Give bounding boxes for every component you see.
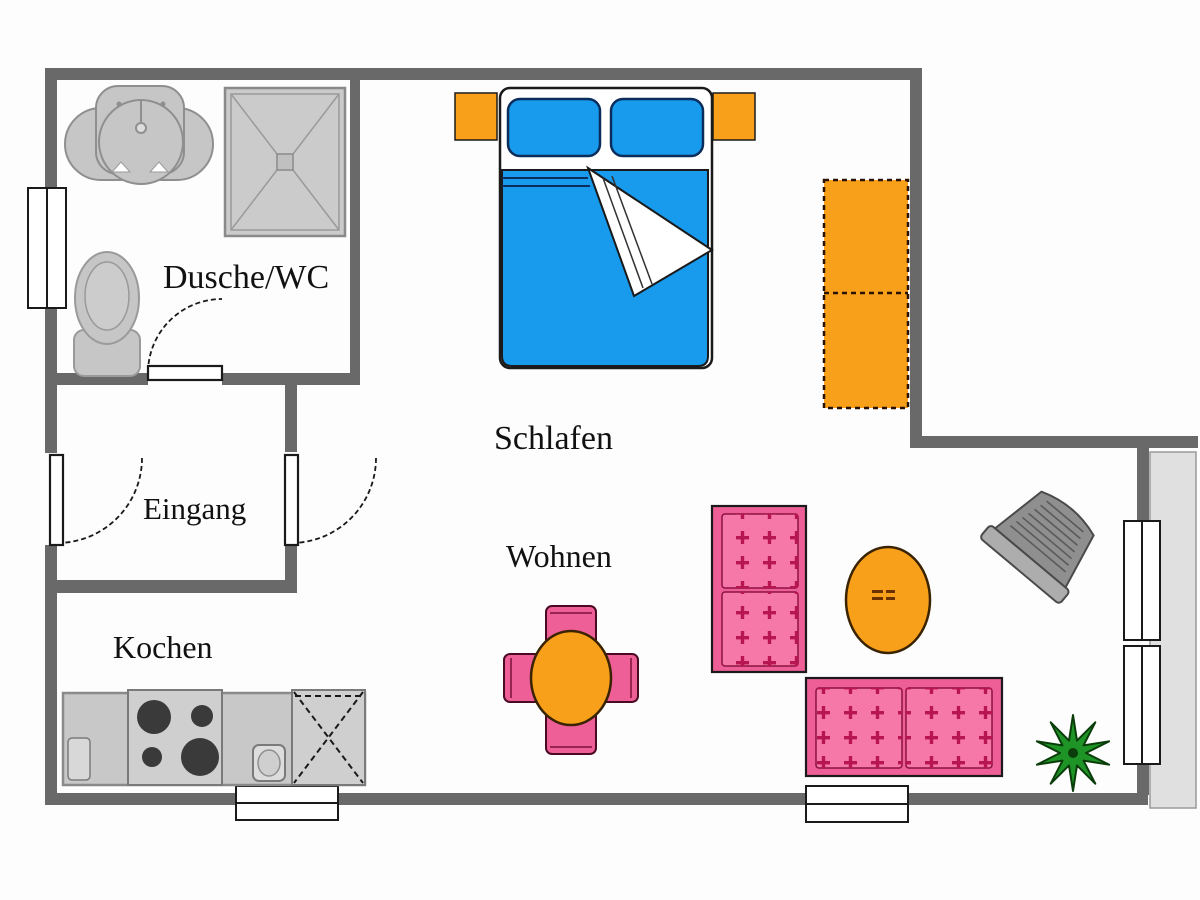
pillow-icon: [506, 97, 602, 158]
wall-bathroom-bottom-right: [222, 373, 360, 385]
wall-left-upper: [45, 68, 57, 190]
dining-table-icon: [529, 629, 613, 727]
washbasin-icon: [64, 85, 214, 185]
kitchen-furniture: [61, 689, 367, 787]
wall-right-stub-top: [1137, 448, 1149, 523]
nightstand-icon: [712, 92, 756, 141]
door-icon: [283, 453, 377, 547]
dishwasher-icon: [291, 689, 366, 786]
sofa-icon: [710, 504, 808, 674]
wardrobe-icon: [822, 178, 910, 410]
wall-bottom-right: [907, 793, 1148, 805]
window-icon: [1123, 520, 1161, 641]
wall-left-middle: [45, 306, 57, 453]
kitchen-label: Kochen: [113, 629, 213, 665]
shower-icon: [223, 86, 347, 238]
kitchen-sink-icon: [252, 744, 286, 782]
door-icon: [48, 453, 143, 547]
wall-bottom-left: [45, 793, 238, 805]
wall-right-stub-bottom: [1137, 762, 1149, 795]
wall-bottom-center: [337, 793, 808, 805]
wall-top: [45, 68, 922, 80]
bathroom-label: Dusche/WC: [163, 259, 329, 296]
windows: [27, 187, 1161, 823]
wall-entrance-right-upper: [285, 385, 297, 452]
bedroom-label: Schlafen: [494, 420, 613, 457]
doors: [48, 298, 377, 547]
door-icon: [146, 298, 224, 382]
living-furniture: [503, 490, 1111, 792]
wall-left-lower: [45, 545, 57, 805]
toilet-icon: [73, 251, 141, 377]
living-label: Wohnen: [506, 538, 612, 574]
tv-icon: [980, 490, 1095, 604]
double-bed-icon: [498, 86, 714, 370]
window-icon: [1123, 645, 1161, 765]
coffee-table-icon: [844, 545, 932, 655]
wall-right-upper: [910, 68, 922, 448]
wall-entrance-bottom: [57, 580, 297, 593]
bedroom-furniture: [454, 86, 910, 410]
wall-bathroom-right: [350, 80, 360, 375]
window-icon: [805, 785, 909, 823]
table-inscription-marks: [872, 590, 895, 600]
sofa-icon: [804, 676, 1004, 778]
bathroom-fixtures: [64, 85, 347, 377]
stove-icon: [127, 689, 223, 786]
blanket-fold: [586, 165, 714, 298]
window-icon: [235, 785, 339, 821]
nightstand-icon: [454, 92, 498, 141]
wall-step-horizontal: [910, 436, 1198, 448]
walls: [45, 68, 1198, 805]
window-icon: [27, 187, 67, 309]
counter-board: [67, 737, 91, 781]
plant-icon: [1035, 714, 1111, 792]
pillow-icon: [609, 97, 705, 158]
entrance-label: Eingang: [143, 491, 246, 526]
